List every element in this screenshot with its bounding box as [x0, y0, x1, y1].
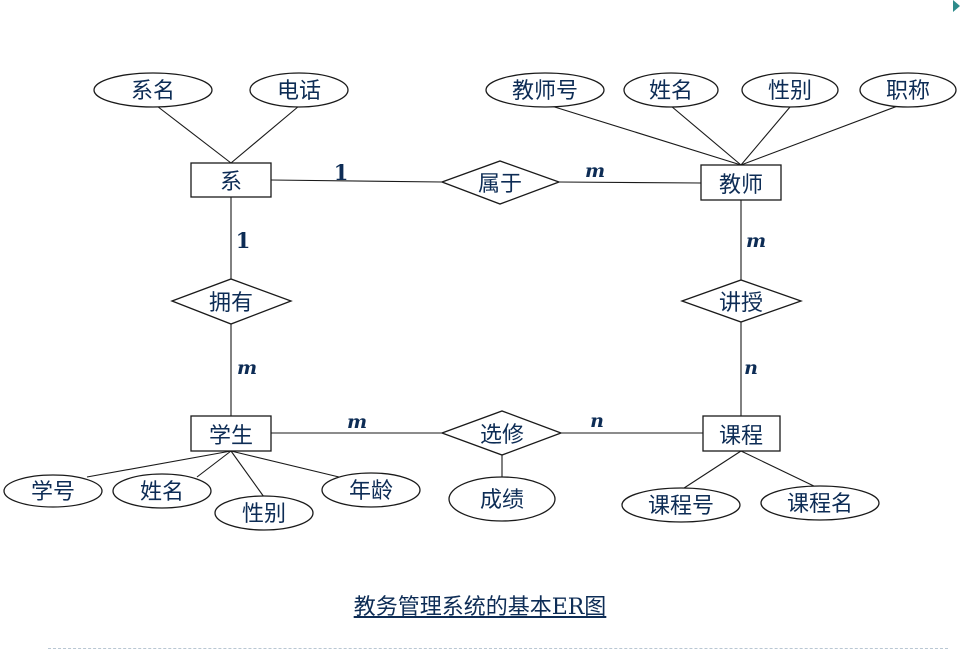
svg-text:课程号: 课程号 — [648, 494, 714, 519]
svg-text:年龄: 年龄 — [349, 479, 393, 504]
relationship-belongs-to: 属于 — [440, 160, 561, 205]
entity-department-label: 系 — [220, 170, 242, 195]
entity-teacher-label: 教师 — [719, 173, 763, 198]
cardinality-course-enrolls: n — [590, 410, 604, 432]
attribute-course-id: 课程号 — [621, 487, 741, 523]
svg-text:姓名: 姓名 — [649, 79, 693, 104]
relationship-enrolls: 选修 — [440, 410, 563, 456]
attribute-department-name: 系名 — [93, 72, 213, 108]
entity-teacher: 教师 — [700, 164, 782, 201]
svg-text:性别: 性别 — [242, 502, 286, 527]
attribute-enrolls-grade: 成绩 — [448, 476, 556, 522]
cardinality-student-has: m — [237, 357, 257, 379]
relationship-teaches: 讲授 — [680, 279, 803, 323]
svg-text:系名: 系名 — [131, 79, 175, 104]
attribute-department-phone: 电话 — [249, 72, 349, 108]
svg-text:性别: 性别 — [768, 79, 812, 104]
attribute-student-name: 姓名 — [112, 473, 212, 509]
entity-student: 学生 — [190, 415, 272, 452]
attribute-teacher-title: 职称 — [859, 72, 957, 108]
relationship-enrolls-label: 选修 — [480, 423, 524, 448]
svg-text:课程名: 课程名 — [787, 492, 853, 517]
cardinality-student-enrolls: m — [347, 411, 367, 433]
cardinality-department-belongs-to: 1 — [334, 160, 349, 185]
cardinality-teacher-belongs-to: m — [585, 160, 605, 182]
relationship-has-label: 拥有 — [209, 291, 253, 316]
cardinality-course-teaches: n — [744, 357, 758, 379]
corner-triangle-icon — [953, 0, 960, 12]
attribute-student-id: 学号 — [3, 474, 103, 508]
attribute-student-gender: 性别 — [214, 495, 314, 531]
entity-student-label: 学生 — [209, 424, 253, 449]
cardinality-department-has: 1 — [236, 228, 251, 253]
cardinality-teacher-teaches: m — [746, 230, 766, 252]
svg-text:学号: 学号 — [31, 480, 75, 505]
svg-text:成绩: 成绩 — [480, 488, 524, 513]
svg-text:职称: 职称 — [886, 79, 930, 104]
relationship-belongs-to-label: 属于 — [478, 172, 522, 197]
relationship-teaches-label: 讲授 — [719, 291, 763, 316]
diagram-caption: 教务管理系统的基本ER图 — [353, 595, 607, 620]
attribute-teacher-name: 姓名 — [623, 72, 719, 108]
attribute-teacher-gender: 性别 — [741, 72, 839, 108]
svg-text:教师号: 教师号 — [512, 79, 578, 104]
entity-department: 系 — [190, 162, 272, 198]
attribute-teacher-id: 教师号 — [485, 72, 605, 108]
attribute-student-age: 年龄 — [321, 472, 421, 508]
entity-course-label: 课程 — [719, 424, 763, 449]
entity-course: 课程 — [702, 415, 781, 452]
attribute-course-name: 课程名 — [760, 485, 880, 521]
svg-text:姓名: 姓名 — [140, 480, 184, 505]
dashed-divider — [48, 648, 948, 649]
svg-text:电话: 电话 — [277, 79, 321, 104]
edges — [86, 102, 904, 498]
relationship-has: 拥有 — [170, 278, 293, 325]
